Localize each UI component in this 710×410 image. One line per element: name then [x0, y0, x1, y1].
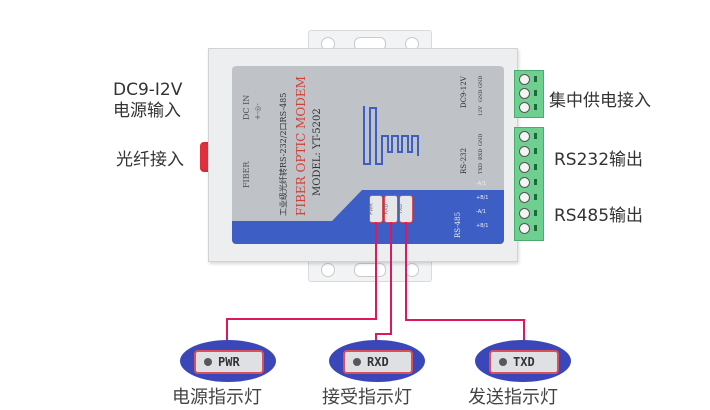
terminal-screw	[519, 74, 530, 85]
leader-line-rxd	[390, 222, 392, 334]
terminal-screw	[519, 223, 530, 234]
terminal-pin	[534, 179, 537, 185]
terminal-pin	[534, 164, 537, 170]
power-input-label: 电源输入	[113, 101, 181, 121]
signal-wave-logo	[363, 106, 419, 165]
fiber-input-label: 光纤接入	[116, 150, 184, 170]
terminal-pin	[534, 148, 537, 154]
device-front-panel: FIBER DC IN +-◎- 工业级光纤转RS-232/2口RS-485 F…	[232, 66, 504, 244]
terminal-pin	[534, 133, 537, 139]
pwr-indicator-badge: PWR	[180, 340, 276, 382]
terminal-pin	[534, 76, 537, 82]
leader-line-txd	[405, 319, 525, 321]
pin-label: RXD	[478, 148, 484, 160]
terminal-screw	[519, 88, 530, 99]
product-title: FIBER OPTIC MODEM	[294, 76, 308, 216]
led-pwr: PWR	[369, 195, 383, 223]
terminal-screw	[519, 162, 530, 173]
rxd-indicator-badge: RXD	[329, 340, 425, 382]
leader-line-txd	[405, 222, 407, 320]
led-dot-icon	[353, 358, 361, 366]
led-dot-icon	[499, 358, 507, 366]
leader-line-rxd	[375, 333, 392, 335]
leader-line-pwr	[226, 318, 377, 320]
led-rxd: RXD	[383, 195, 398, 223]
pin-label: +B/1	[476, 195, 489, 201]
device-description: 工业级光纤转RS-232/2口RS-485	[279, 92, 288, 216]
terminal-pin	[534, 210, 537, 216]
led-dot-icon	[204, 358, 212, 366]
terminal-screw	[519, 192, 530, 203]
terminal-screw	[519, 102, 530, 113]
power-input-voltage-label: DC9-I2V	[113, 80, 183, 100]
terminal-group-label-rs232: RS-232	[460, 147, 468, 174]
rs232-output-label: RS232输出	[554, 150, 644, 170]
pin-label: -A/1	[476, 181, 486, 187]
txd-indicator-caption: 发送指示灯	[468, 387, 558, 408]
fiber-port-label: FIBER	[242, 161, 251, 188]
terminal-pin	[534, 225, 537, 231]
terminal-screw	[519, 146, 530, 157]
mounting-slot	[354, 263, 386, 277]
pin-label: 12V	[478, 106, 484, 116]
rs232-rs485-terminal-block	[514, 127, 544, 241]
leader-line-pwr	[226, 318, 228, 342]
mounting-hole	[405, 263, 419, 277]
pin-label: GND	[478, 89, 484, 102]
central-power-label: 集中供电接入	[549, 91, 651, 111]
pin-label: +B/1	[476, 223, 489, 229]
pin-label: -A/1	[476, 209, 486, 215]
terminal-screw	[519, 208, 530, 219]
dc-polarity-symbol: +-◎-	[254, 103, 262, 120]
terminal-screw	[519, 131, 530, 142]
terminal-pin	[534, 104, 537, 110]
txd-indicator-badge: TXD	[475, 340, 571, 382]
dc-in-label: DC IN	[242, 94, 251, 120]
rs485-output-label: RS485输出	[554, 206, 644, 226]
led-txd: TXD	[398, 195, 413, 223]
mounting-hole	[321, 263, 335, 277]
leader-line-rxd	[375, 333, 377, 342]
panel-blue-band	[232, 190, 504, 244]
terminal-pin	[534, 194, 537, 200]
terminal-group-label-power: DC9-12V	[460, 76, 468, 108]
power-terminal-block	[514, 70, 544, 118]
terminal-pin	[534, 90, 537, 96]
model-number: MODEL: YT-5202	[312, 108, 323, 196]
pin-label: TXD	[478, 163, 484, 174]
leader-line-pwr	[375, 222, 377, 318]
pin-label: GND	[478, 75, 484, 88]
terminal-screw	[519, 177, 530, 188]
pwr-indicator-caption: 电源指示灯	[172, 387, 262, 408]
rxd-indicator-caption: 接受指示灯	[322, 387, 412, 408]
terminal-group-label-rs485: RS-485	[454, 211, 462, 238]
pin-label: GND	[478, 133, 484, 146]
leader-line-txd	[523, 319, 525, 342]
